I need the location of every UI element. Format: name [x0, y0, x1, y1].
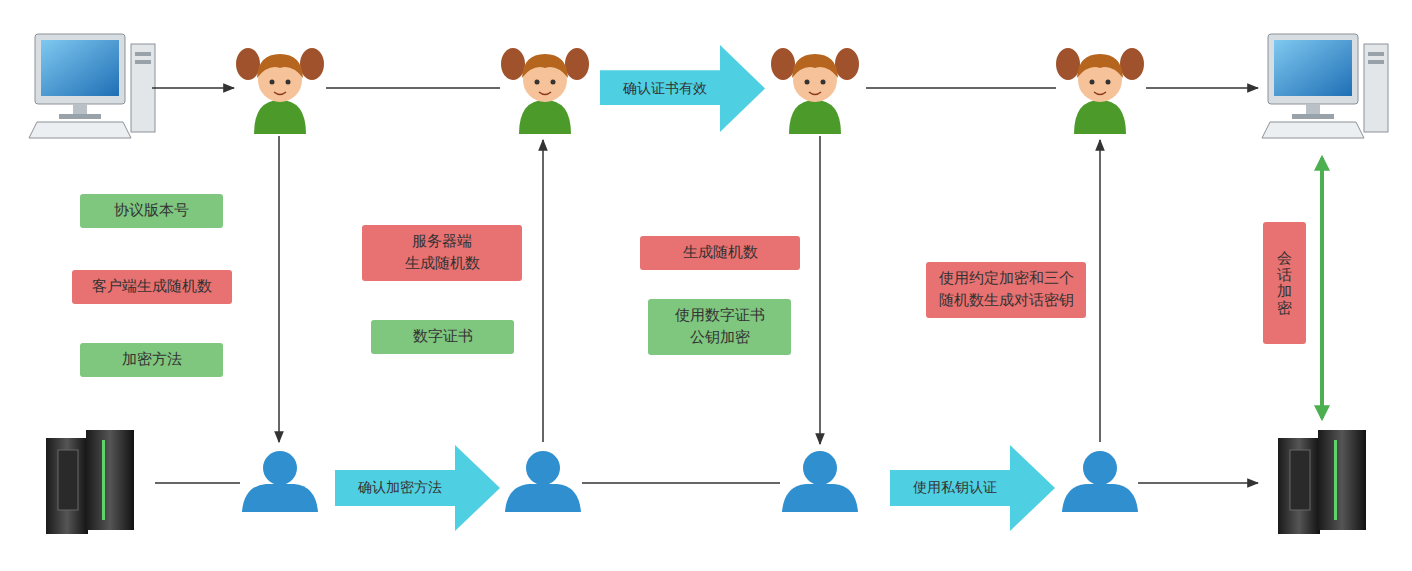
node-text: 使用私钥认证	[913, 479, 997, 497]
node-text: 使用约定加密和三个随机数生成对话密钥	[938, 268, 1074, 312]
random-box: 生成随机数	[640, 236, 800, 270]
node-text: 协议版本号	[114, 200, 189, 222]
random-box: 客户端生成随机数	[72, 270, 232, 304]
step-arrow: 使用私钥认证	[890, 445, 1055, 531]
node-text: 服务器端 生成随机数	[374, 231, 510, 275]
step-arrow: 确认加密方法	[335, 445, 500, 531]
node-text: 确认加密方法	[358, 479, 442, 497]
node-text: 数字证书	[413, 326, 473, 348]
session-link	[1320, 158, 1324, 418]
flow-line	[152, 88, 1258, 483]
node-text: 加密方法	[122, 349, 182, 371]
client-figure	[236, 48, 1144, 134]
node-text: 会话加密	[1277, 250, 1292, 316]
random-box: 服务器端 生成随机数	[362, 225, 522, 281]
client-computer	[1262, 34, 1388, 138]
info-box: 加密方法	[80, 343, 223, 377]
info-box: 数字证书	[371, 320, 514, 354]
step-arrow: 确认证书有效	[600, 45, 765, 132]
info-box: 协议版本号	[80, 194, 223, 228]
server-machine	[1278, 430, 1366, 534]
key-box: 使用约定加密和三个随机数生成对话密钥	[926, 262, 1086, 318]
node-text: 客户端生成随机数	[92, 276, 212, 298]
node-text: 使用数字证书 公钥加密	[660, 305, 779, 349]
node-text: 生成随机数	[683, 242, 758, 264]
node-text: 确认证书有效	[623, 80, 707, 98]
arrow-shape	[335, 445, 500, 531]
client-computer	[29, 34, 155, 138]
arrow-shape	[890, 445, 1055, 531]
arrow-shape	[600, 45, 765, 132]
info-box: 使用数字证书 公钥加密	[648, 299, 791, 355]
server-machine	[46, 430, 134, 534]
session-box: 会话加密	[1263, 222, 1306, 344]
